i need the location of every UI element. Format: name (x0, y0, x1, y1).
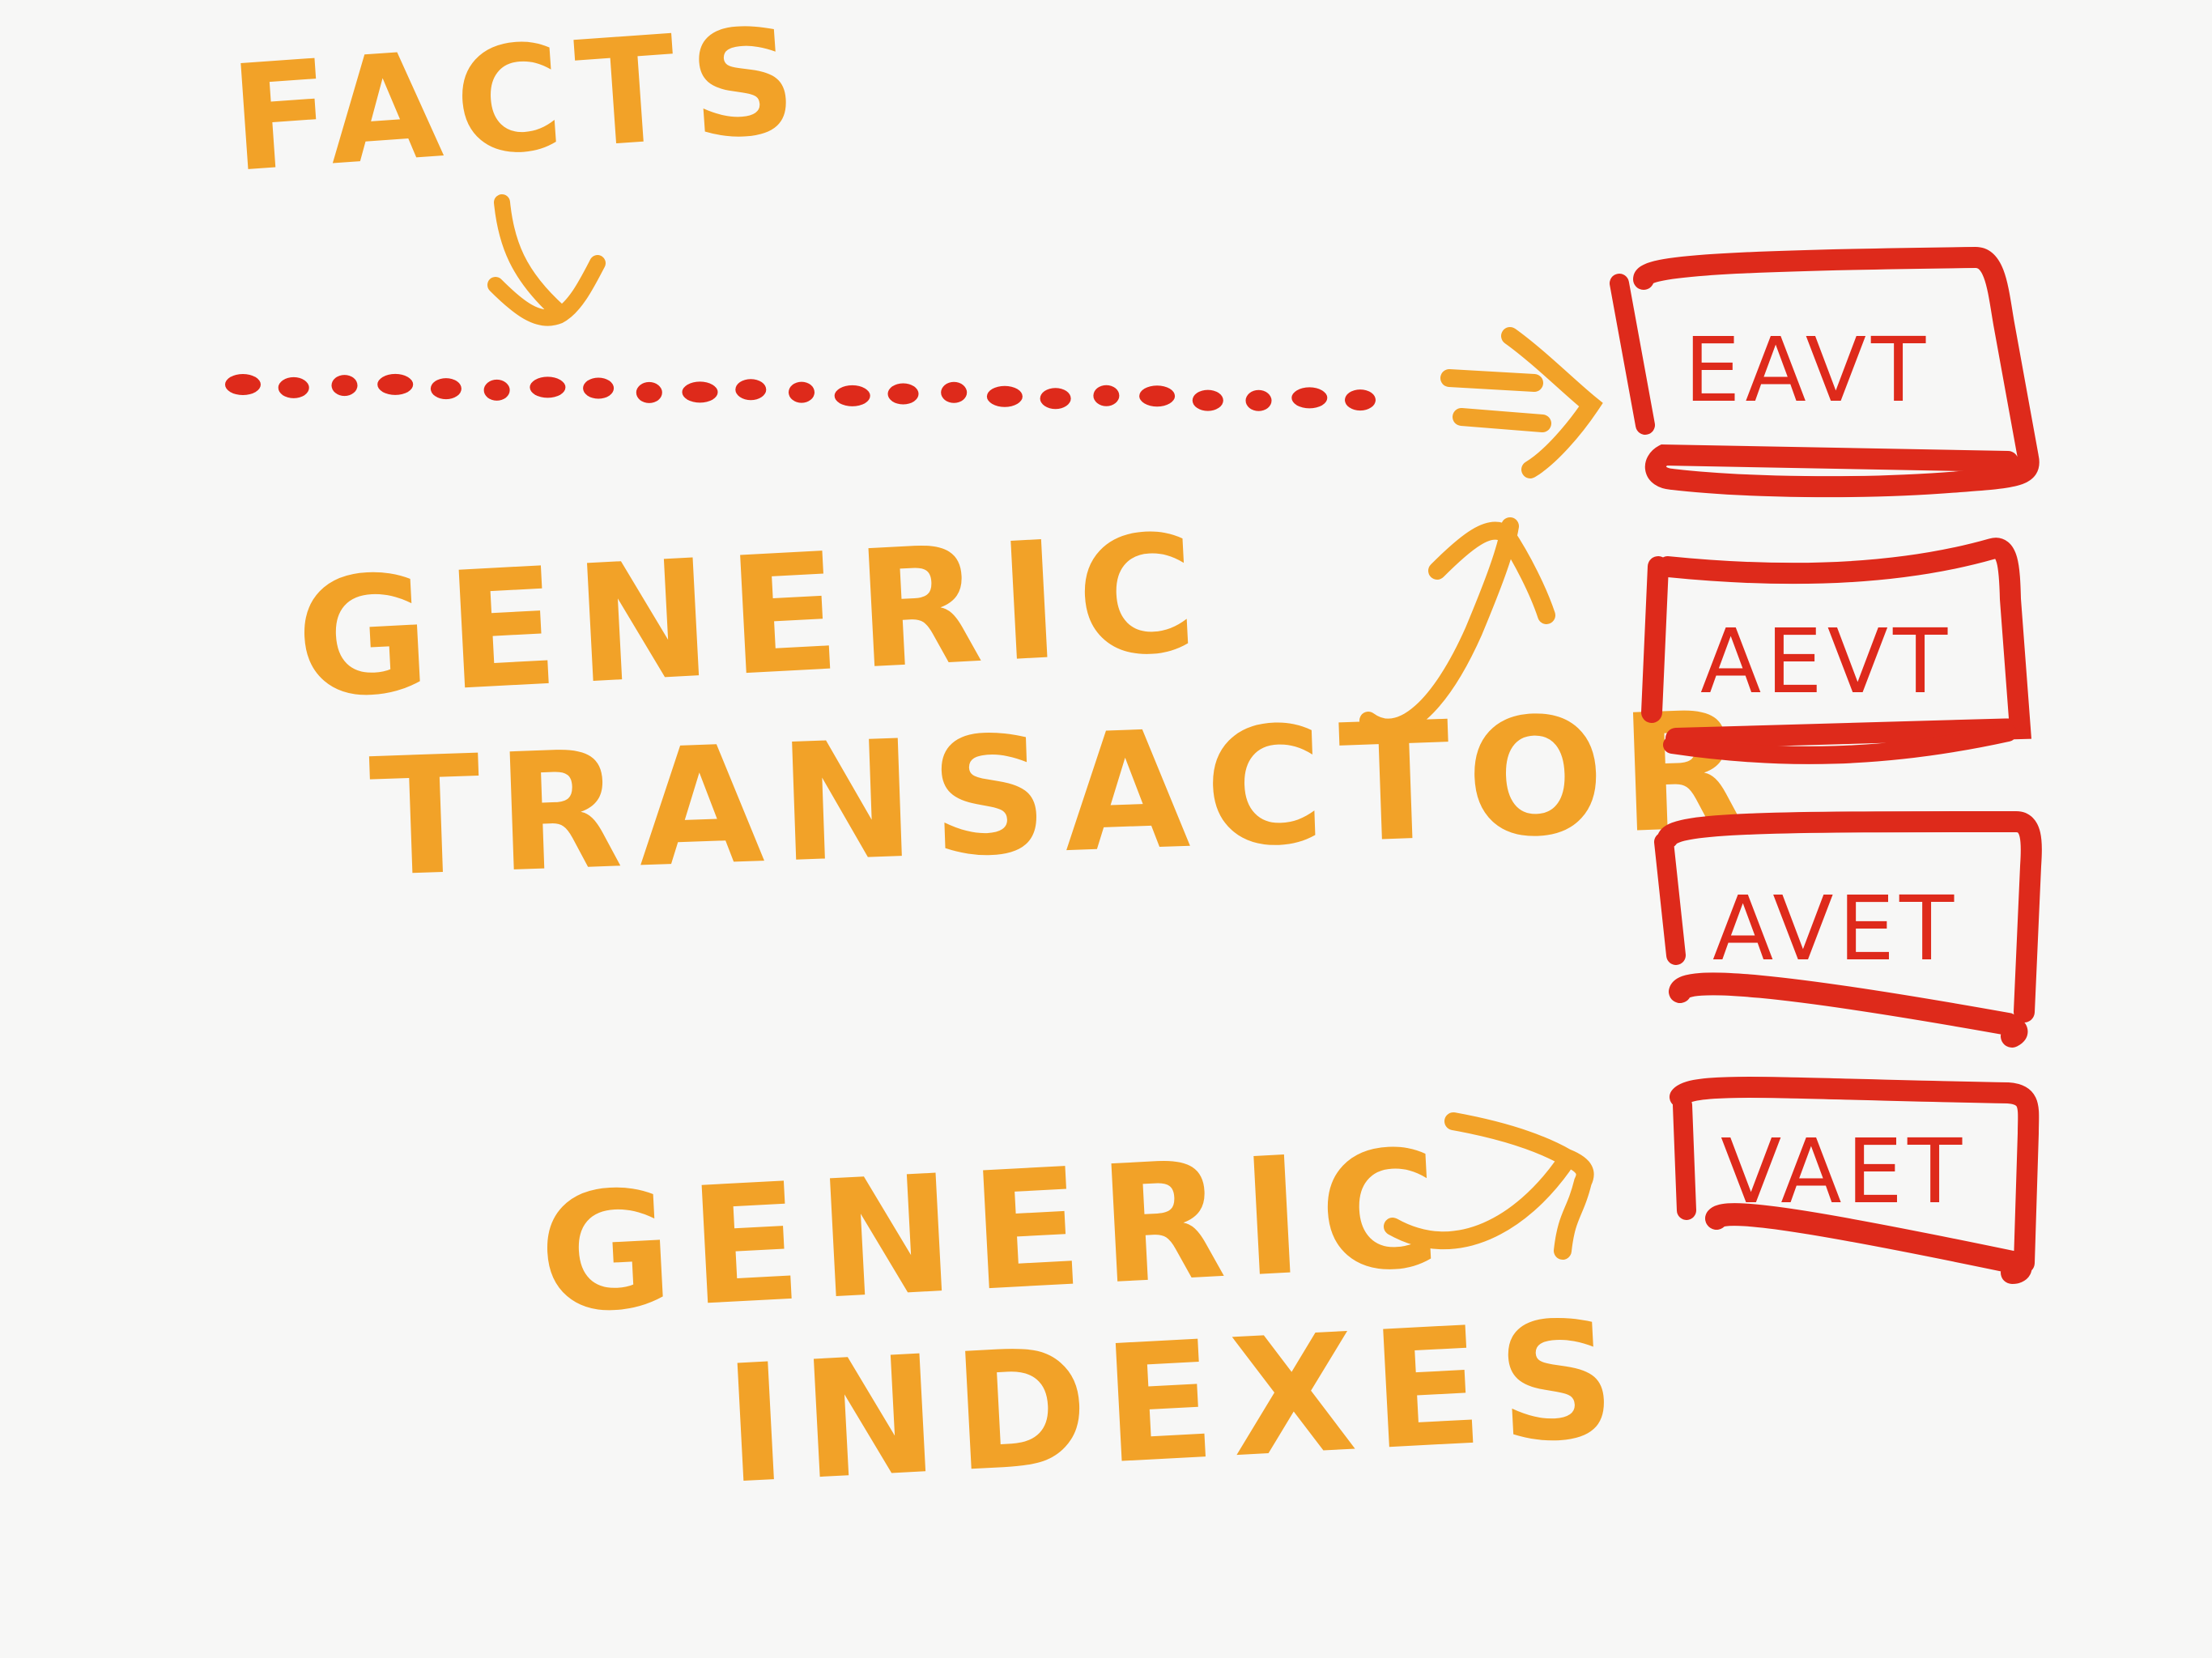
index-label-vaet: VAET (1721, 1120, 1967, 1223)
index-box-eavt: EAVT (1610, 246, 2040, 498)
stream-dot (1245, 389, 1272, 411)
index-box-aevt: AEVT (1641, 538, 2031, 764)
stream-dot (1040, 388, 1071, 410)
facts-down-arrow-icon (487, 194, 606, 326)
stream-dot (735, 379, 767, 401)
transactor-to-indexes-arrow-icon (1359, 517, 1555, 737)
indexes-to-boxes-arrow-icon (1384, 1112, 1594, 1260)
facts-label: FACTS (225, 0, 815, 205)
stream-dot (583, 377, 615, 399)
stream-dot (986, 385, 1023, 407)
stream-dot (1139, 385, 1176, 407)
stream-dot (225, 374, 261, 395)
index-box-vaet: VAET (1670, 1077, 2040, 1284)
index-box-avet: AVET (1654, 810, 2042, 1048)
stream-dot (682, 381, 718, 403)
stream-dot (530, 376, 566, 398)
stream-dot (278, 376, 309, 398)
stream-dot (834, 385, 870, 406)
stream-dot (430, 378, 462, 400)
stream-dot (1192, 389, 1223, 411)
stream-dot (887, 383, 919, 405)
stream-dot (789, 381, 815, 403)
double-arrow-icon (1440, 327, 1603, 478)
stream-dot (1345, 389, 1376, 411)
facts-stream-dotted-line (225, 373, 1376, 411)
index-label-avet: AVET (1712, 877, 1959, 980)
stream-dot (377, 373, 414, 395)
stream-dot (483, 379, 510, 401)
index-label-aevt: AEVT (1700, 610, 1952, 713)
index-label-eavt: EAVT (1684, 318, 1930, 422)
stream-dot (331, 375, 358, 397)
stream-dot (941, 381, 968, 403)
stream-dot (1291, 387, 1328, 409)
stream-dot (1093, 385, 1120, 406)
stream-dot (636, 381, 662, 403)
